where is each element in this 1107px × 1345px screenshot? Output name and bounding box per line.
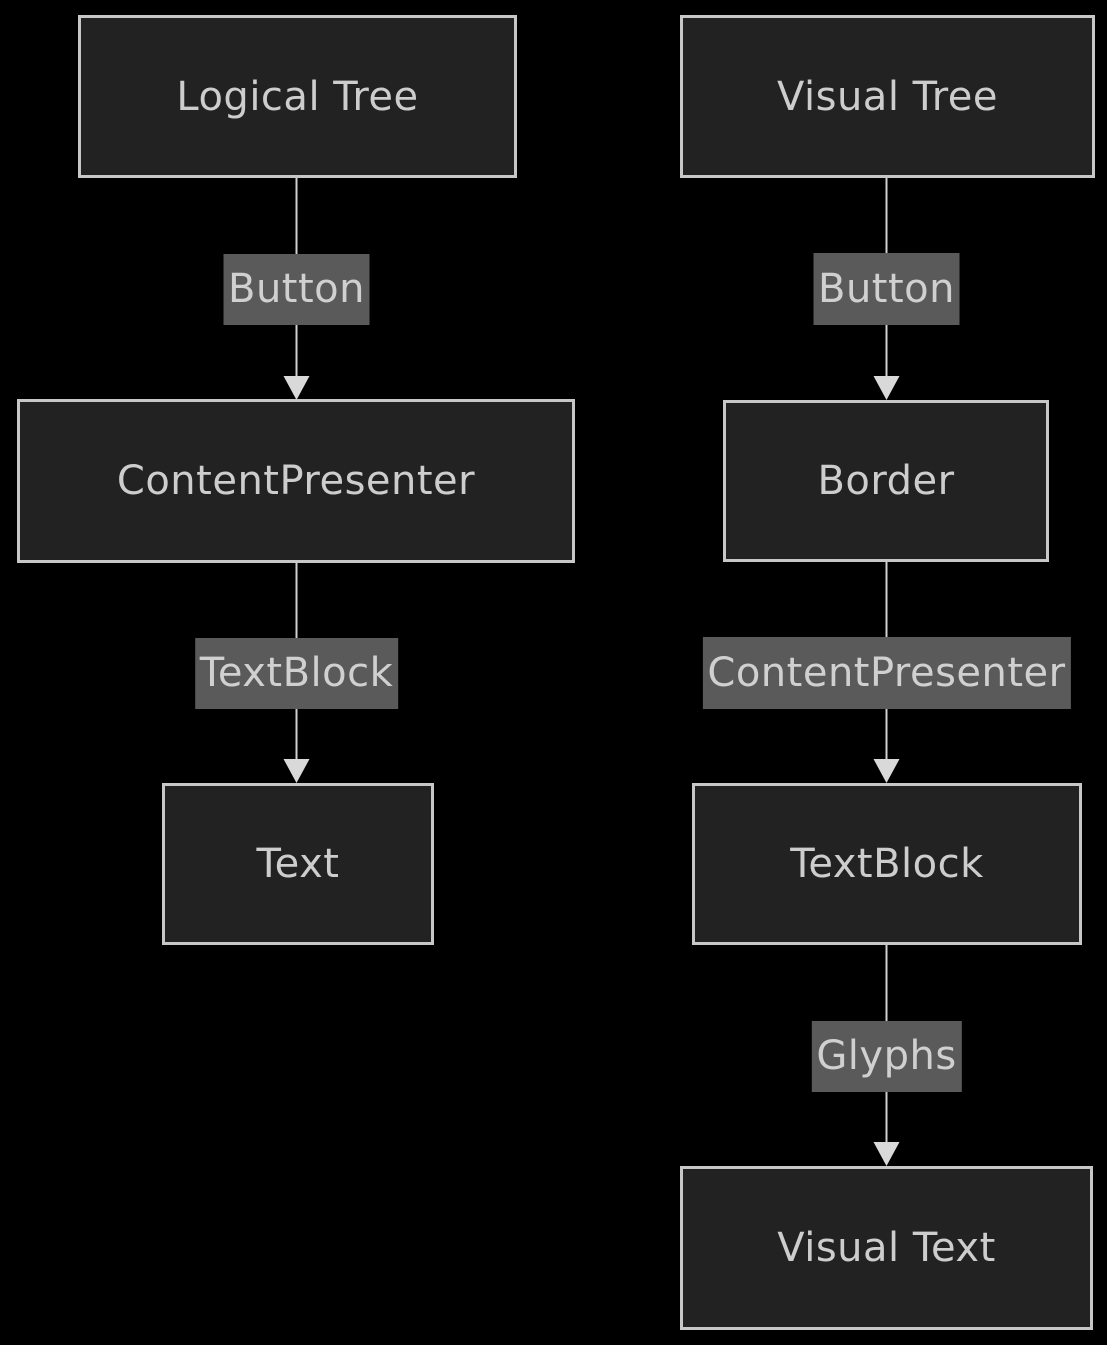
node-contentpresenter-logical-label: ContentPresenter — [116, 458, 476, 504]
arrowhead-down-icon — [873, 759, 900, 783]
node-visual-text: Visual Text — [680, 1166, 1093, 1330]
node-textblock-visual: TextBlock — [692, 783, 1082, 945]
node-border: Border — [723, 400, 1049, 562]
arrowhead-down-icon — [283, 759, 310, 783]
node-text-label: Text — [256, 841, 340, 887]
node-visual-tree: Visual Tree — [680, 15, 1095, 178]
node-logical-tree: Logical Tree — [78, 15, 517, 178]
edge-label-textblock-logical: TextBlock — [194, 638, 399, 709]
node-logical-tree-label: Logical Tree — [176, 73, 419, 120]
node-contentpresenter-logical: ContentPresenter — [17, 399, 575, 563]
node-visual-text-label: Visual Text — [777, 1225, 996, 1271]
node-textblock-visual-label: TextBlock — [790, 841, 984, 887]
node-visual-tree-label: Visual Tree — [777, 73, 998, 120]
edge-label-button-visual: Button — [813, 253, 960, 325]
edge-label-contentpresenter-visual: ContentPresenter — [702, 637, 1071, 709]
arrowhead-down-icon — [873, 376, 900, 400]
node-border-label: Border — [817, 458, 955, 504]
arrowhead-down-icon — [283, 376, 310, 400]
arrowhead-down-icon — [873, 1142, 900, 1166]
edge-label-button-logical: Button — [223, 254, 370, 325]
node-text: Text — [162, 783, 434, 945]
edge-label-glyphs: Glyphs — [811, 1021, 962, 1092]
